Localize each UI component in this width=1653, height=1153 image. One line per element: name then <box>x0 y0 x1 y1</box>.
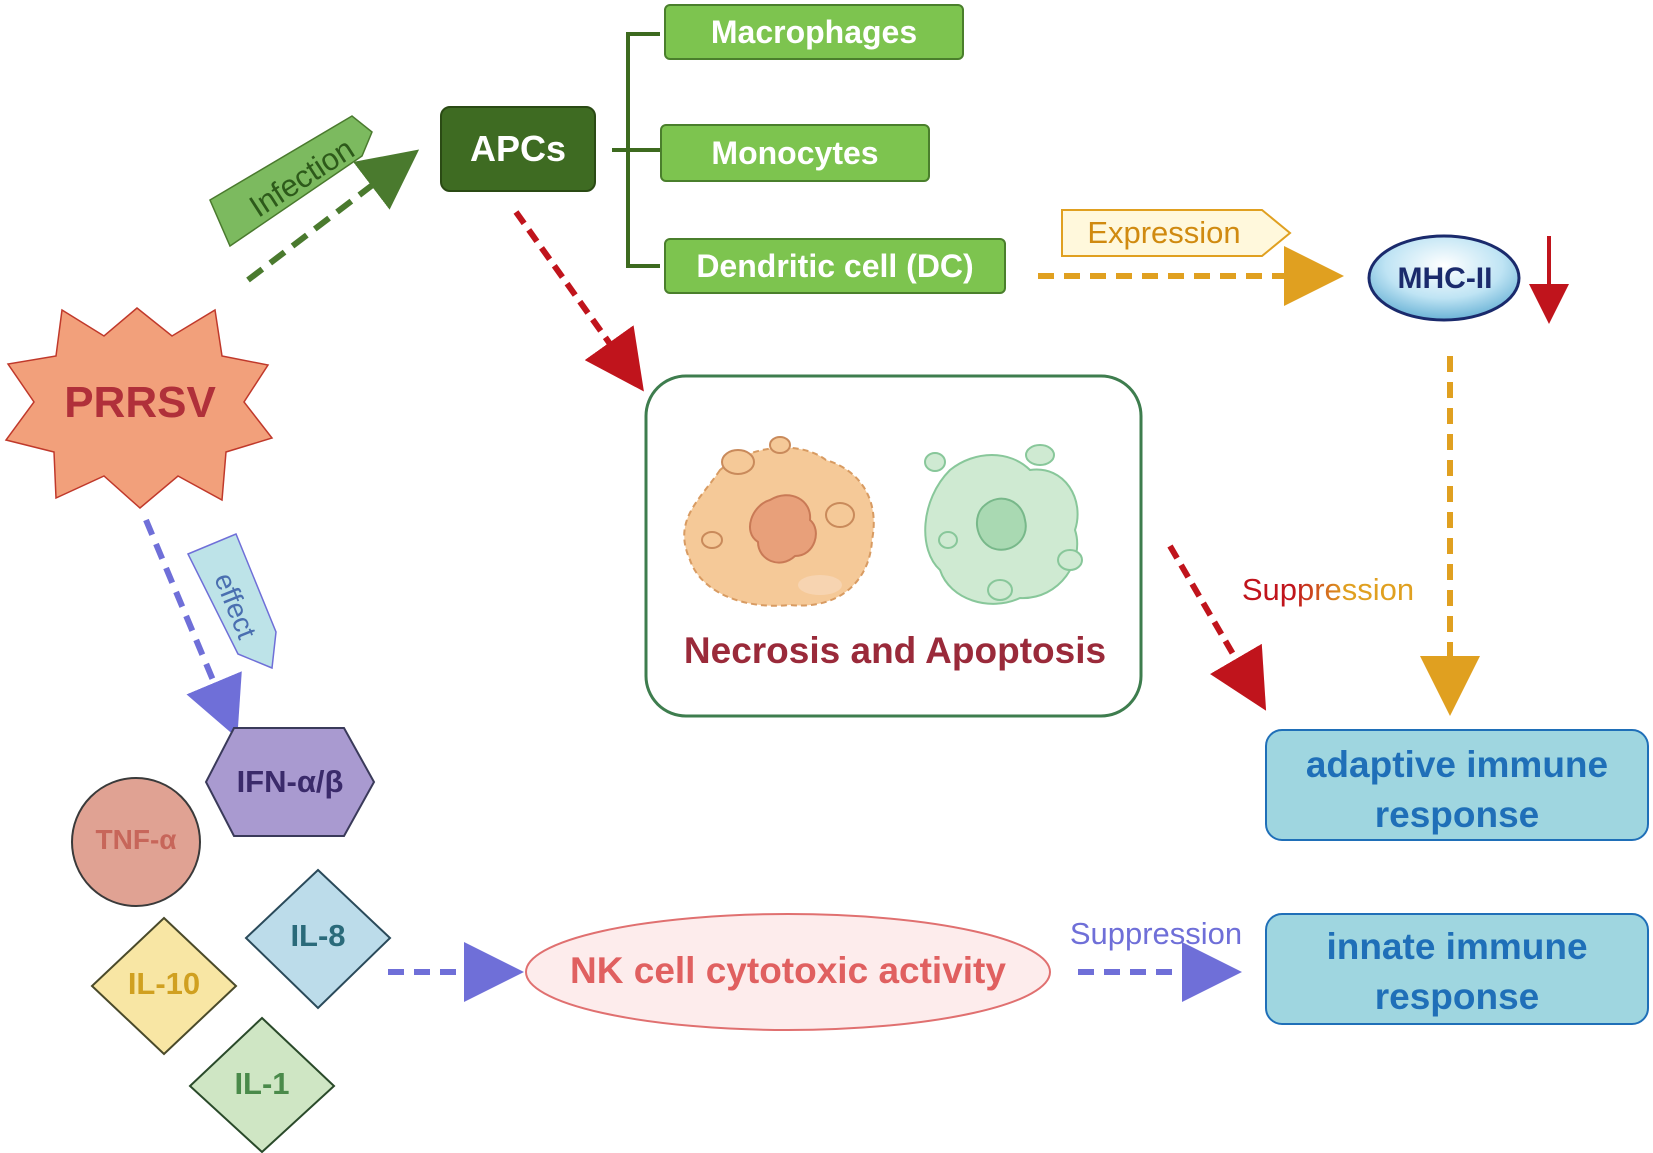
mhc-label: MHC-II <box>1397 262 1493 295</box>
apcs-to-necrosis-arrow <box>513 210 644 392</box>
nk-label: NK cell cytotoxic activity <box>570 950 1006 991</box>
infection-tag <box>209 115 373 248</box>
macrophages-box: Macrophages <box>664 4 964 60</box>
apoptotic-cell-icon <box>924 444 1083 605</box>
necrosis-label: Necrosis and Apoptosis <box>683 630 1107 671</box>
prrsv-to-ifn-arrow <box>143 518 242 739</box>
necrotic-cell-icon <box>683 436 875 607</box>
il10-label: IL-10 <box>127 966 201 1001</box>
innate-box <box>1265 913 1649 1025</box>
ifn-label: IFN-α/β <box>236 764 344 799</box>
macrophages-label: Macrophages <box>710 13 918 50</box>
adaptive-label: adaptive immune response <box>1266 740 1648 840</box>
il10-diamond <box>90 916 238 1056</box>
il8-label: IL-8 <box>290 918 346 953</box>
effect-tag <box>186 533 277 670</box>
expression-tag <box>1061 209 1292 257</box>
il8-diamond <box>244 868 392 1010</box>
apcs-box: APCs <box>440 106 596 192</box>
suppression-adaptive-label: Suppression <box>1228 572 1428 608</box>
suppression-adaptive-text: Suppression <box>1241 572 1415 607</box>
apcs-bracket <box>612 32 660 268</box>
adaptive-box <box>1265 729 1649 841</box>
innate-line1: innate immune <box>1326 926 1588 967</box>
monocytes-label: Monocytes <box>711 134 879 171</box>
innate-label: innate immune response <box>1266 922 1648 1022</box>
il1-diamond <box>188 1016 336 1153</box>
monocytes-box: Monocytes <box>660 124 930 182</box>
infection-arrow <box>246 149 420 283</box>
tnf-label: TNF-α <box>95 824 177 855</box>
innate-line2: response <box>1374 976 1540 1017</box>
ifn-hexagon <box>204 727 376 837</box>
tnf-circle <box>71 777 201 907</box>
adaptive-line2: response <box>1374 794 1540 835</box>
prrsv-label: PRRSV <box>64 378 216 427</box>
expression-label: Expression <box>1087 215 1241 250</box>
adaptive-line1: adaptive immune <box>1305 744 1609 785</box>
dendritic-label: Dendritic cell (DC) <box>696 247 974 284</box>
necrosis-to-adaptive-arrow <box>1167 544 1267 711</box>
il1-label: IL-1 <box>234 1066 290 1101</box>
dendritic-box: Dendritic cell (DC) <box>664 238 1006 294</box>
prrsv-star <box>4 307 274 509</box>
mhc-ellipse <box>1367 234 1521 322</box>
suppression-innate-label: Suppression <box>1069 916 1243 951</box>
apcs-label: APCs <box>469 128 567 169</box>
nk-ellipse <box>525 913 1051 1031</box>
